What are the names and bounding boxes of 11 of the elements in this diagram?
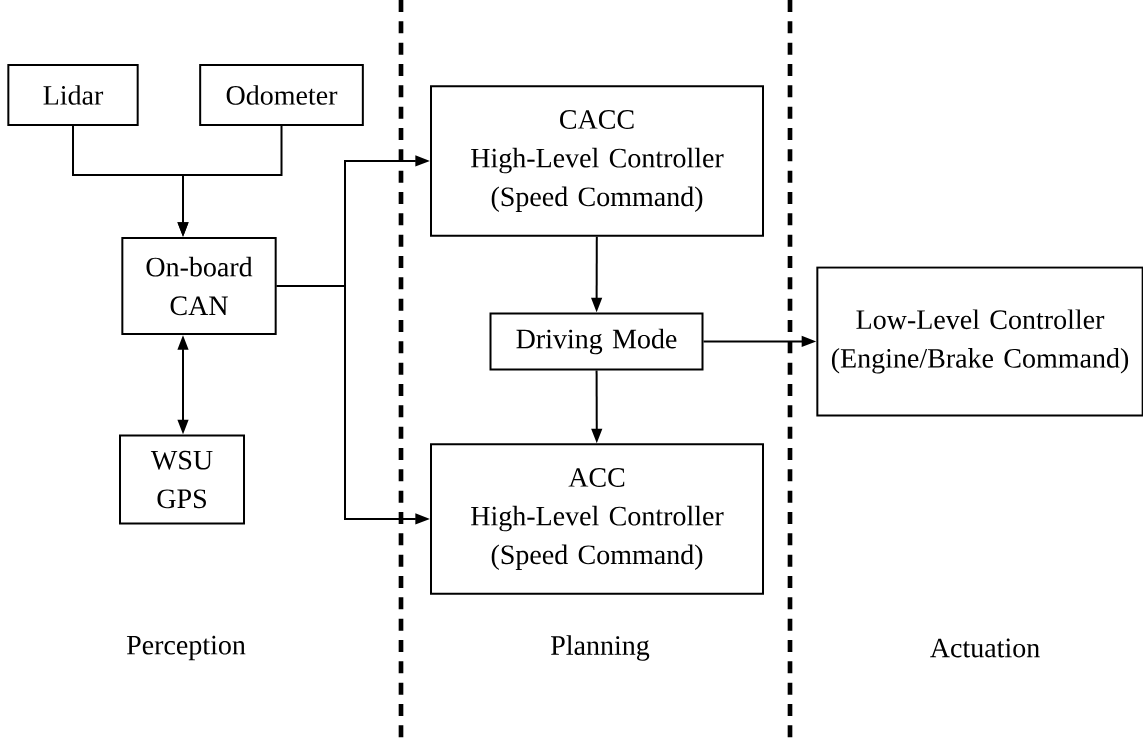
block-box: Driving Mode — [489, 312, 704, 371]
column-label: Planning — [551, 635, 650, 661]
block-box: On-board CAN — [121, 237, 277, 335]
block-box: WSU GPS — [119, 434, 245, 525]
block-box: Lidar — [7, 64, 139, 126]
block-box: ACC High-Level Controller (Speed Command) — [430, 443, 764, 595]
column-label: Perception — [126, 635, 246, 661]
column-label: Actuation — [930, 638, 1040, 658]
block-box: Odometer — [199, 64, 364, 126]
block-box: Low-Level Controller (Engine/Brake Command) — [816, 266, 1143, 417]
block-box: CACC High-Level Controller (Speed Command) — [430, 85, 764, 237]
